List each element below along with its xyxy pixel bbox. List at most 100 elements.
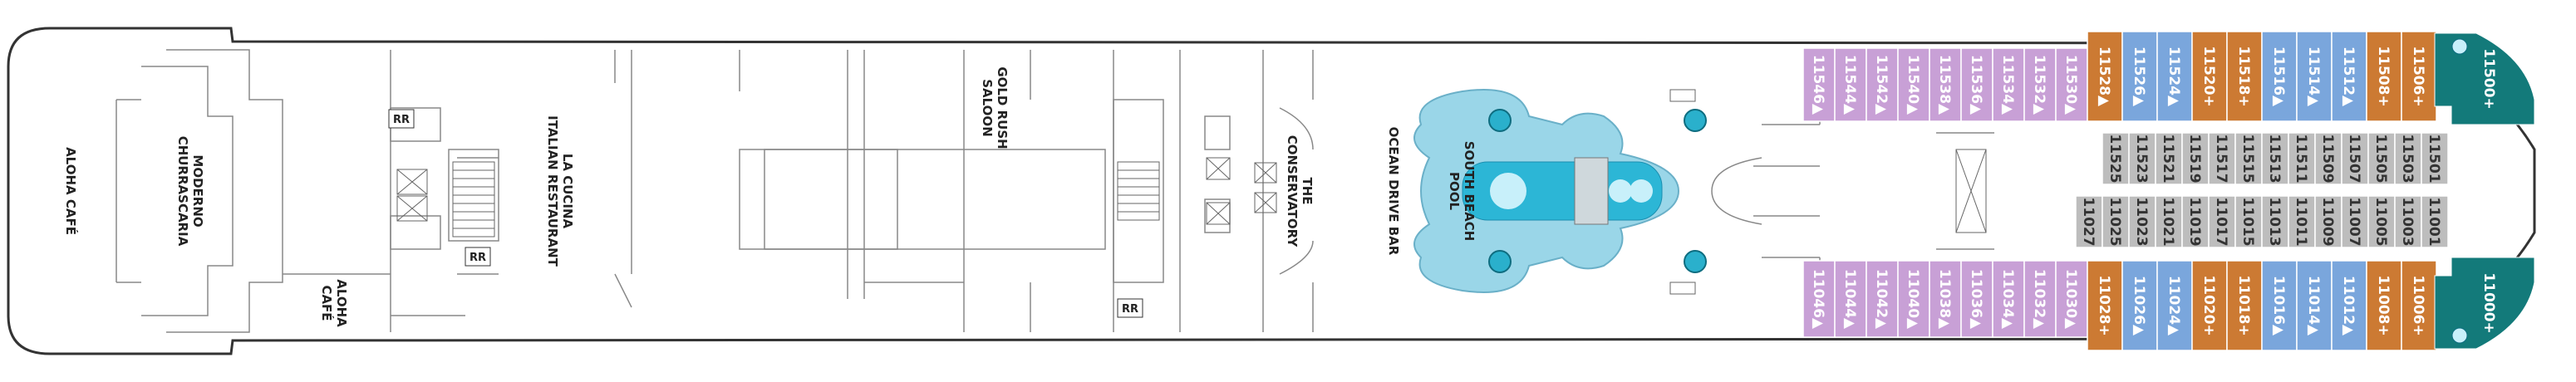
cabin-number: 11544▲ bbox=[1841, 55, 1858, 115]
cabin-11024[interactable]: 11024▲ bbox=[2156, 260, 2193, 351]
cabin-11536[interactable]: 11536▲ bbox=[1960, 47, 1993, 122]
cabin-11508[interactable]: 11508+ bbox=[2366, 31, 2402, 122]
cabin-number: 11528▲ bbox=[2096, 47, 2112, 107]
cabin-11516[interactable]: 11516▲ bbox=[2261, 31, 2298, 122]
cabin-11528[interactable]: 11528▲ bbox=[2087, 31, 2123, 122]
cabin-11521[interactable]: 11521 bbox=[2155, 132, 2183, 185]
cabin-number: 11542▲ bbox=[1873, 55, 1890, 115]
cabin-11518[interactable]: 11518+ bbox=[2226, 31, 2263, 122]
aloha-cafe-label: ALOHA CAFÉ bbox=[319, 279, 349, 327]
cabin-11530[interactable]: 11530▲ bbox=[2055, 47, 2088, 122]
hot-tub-2 bbox=[1488, 250, 1512, 273]
cabin-number: 11014▲ bbox=[2305, 276, 2322, 336]
cabin-11544[interactable]: 11544▲ bbox=[1834, 47, 1867, 122]
cabin-11028[interactable]: 11028+ bbox=[2087, 260, 2123, 351]
cabin-11512[interactable]: 11512▲ bbox=[2331, 31, 2367, 122]
cabin-11532[interactable]: 11532▲ bbox=[2023, 47, 2057, 122]
cabin-number: 11005 bbox=[2372, 197, 2389, 246]
cabin-11514[interactable]: 11514▲ bbox=[2296, 31, 2333, 122]
cabin-11542[interactable]: 11542▲ bbox=[1866, 47, 1899, 122]
cabin-11023[interactable]: 11023 bbox=[2128, 195, 2156, 248]
cabin-11515[interactable]: 11515 bbox=[2234, 132, 2263, 185]
cabin-11009[interactable]: 11009 bbox=[2314, 195, 2342, 248]
cabin-11501[interactable]: 11501 bbox=[2421, 132, 2449, 185]
cabin-number: 11513 bbox=[2266, 134, 2283, 183]
cabin-number: 11042▲ bbox=[1873, 269, 1890, 330]
cabin-number: 11032▲ bbox=[2031, 269, 2048, 330]
cabin-number: 11523 bbox=[2133, 134, 2150, 183]
cabin-11044[interactable]: 11044▲ bbox=[1834, 260, 1867, 338]
cabin-11015[interactable]: 11015 bbox=[2234, 195, 2263, 248]
svg-text:SALOON: SALOON bbox=[980, 79, 995, 137]
cabin-11027[interactable]: 11027 bbox=[2075, 195, 2103, 248]
cabin-11025[interactable]: 11025 bbox=[2102, 195, 2130, 248]
cabin-11003[interactable]: 11003 bbox=[2394, 195, 2422, 248]
cabin-11006[interactable]: 11006+ bbox=[2401, 260, 2437, 351]
cabin-11021[interactable]: 11021 bbox=[2155, 195, 2183, 248]
cabin-11038[interactable]: 11038▲ bbox=[1929, 260, 1962, 338]
cabin-number: 11503 bbox=[2399, 134, 2416, 183]
cabin-11017[interactable]: 11017 bbox=[2208, 195, 2236, 248]
cabin-11005[interactable]: 11005 bbox=[2367, 195, 2396, 248]
cabin-number: 11536▲ bbox=[1968, 55, 1984, 115]
svg-text:ALOHA: ALOHA bbox=[334, 279, 349, 327]
cabin-11034[interactable]: 11034▲ bbox=[1992, 260, 2025, 338]
cabin-11012[interactable]: 11012▲ bbox=[2331, 260, 2367, 351]
cabin-number: 11505 bbox=[2372, 134, 2389, 183]
la-cucina-label: LA CUCINA ITALIAN RESTAURANT bbox=[545, 115, 575, 267]
cabin-number: 11044▲ bbox=[1841, 269, 1858, 330]
conservatory-label: THE CONSERVATORY bbox=[1285, 135, 1315, 248]
cabin-11014[interactable]: 11014▲ bbox=[2296, 260, 2333, 351]
gold-rush-saloon-label: GOLD RUSH SALOON bbox=[980, 66, 1010, 149]
cabin-11505[interactable]: 11505 bbox=[2367, 132, 2396, 185]
cabin-11011[interactable]: 11011 bbox=[2288, 195, 2316, 248]
cabin-number: 11019 bbox=[2186, 197, 2203, 246]
cabin-number: 11525 bbox=[2107, 134, 2123, 183]
cabin-11524[interactable]: 11524▲ bbox=[2156, 31, 2193, 122]
cabin-11013[interactable]: 11013 bbox=[2261, 195, 2289, 248]
cabin-11519[interactable]: 11519 bbox=[2181, 132, 2210, 185]
cabin-number: 11524▲ bbox=[2166, 47, 2182, 107]
cabin-11030[interactable]: 11030▲ bbox=[2055, 260, 2088, 338]
cabin-11517[interactable]: 11517 bbox=[2208, 132, 2236, 185]
cabin-11546[interactable]: 11546▲ bbox=[1802, 47, 1836, 122]
cabin-11509[interactable]: 11509 bbox=[2314, 132, 2342, 185]
cabin-11020[interactable]: 11020+ bbox=[2191, 260, 2228, 351]
restroom-rr-3: RR bbox=[1117, 298, 1143, 318]
cabin-11503[interactable]: 11503 bbox=[2394, 132, 2422, 185]
svg-text:ITALIAN RESTAURANT: ITALIAN RESTAURANT bbox=[545, 115, 560, 267]
cabin-11026[interactable]: 11026▲ bbox=[2121, 260, 2158, 351]
hot-tub-4 bbox=[1684, 250, 1707, 273]
suite-11000[interactable]: 11000+ bbox=[2434, 257, 2535, 350]
cabin-11511[interactable]: 11511 bbox=[2288, 132, 2316, 185]
cabin-number: 11017 bbox=[2213, 197, 2229, 246]
cabin-11523[interactable]: 11523 bbox=[2128, 132, 2156, 185]
cabin-11018[interactable]: 11018+ bbox=[2226, 260, 2263, 351]
cabin-number: 11507 bbox=[2346, 134, 2362, 183]
cabin-11019[interactable]: 11019 bbox=[2181, 195, 2210, 248]
cabin-11534[interactable]: 11534▲ bbox=[1992, 47, 2025, 122]
cabin-11007[interactable]: 11007 bbox=[2341, 195, 2369, 248]
cabin-11016[interactable]: 11016▲ bbox=[2261, 260, 2298, 351]
cabin-11540[interactable]: 11540▲ bbox=[1897, 47, 1930, 122]
cabin-11526[interactable]: 11526▲ bbox=[2121, 31, 2158, 122]
cabin-11040[interactable]: 11040▲ bbox=[1897, 260, 1930, 338]
cabin-11008[interactable]: 11008+ bbox=[2366, 260, 2402, 351]
cabin-11520[interactable]: 11520+ bbox=[2191, 31, 2228, 122]
ocean-drive-bar-label: OCEAN DRIVE BAR bbox=[1386, 127, 1401, 256]
cabin-11513[interactable]: 11513 bbox=[2261, 132, 2289, 185]
cabin-11032[interactable]: 11032▲ bbox=[2023, 260, 2057, 338]
cabin-11036[interactable]: 11036▲ bbox=[1960, 260, 1993, 338]
cabin-11042[interactable]: 11042▲ bbox=[1866, 260, 1899, 338]
cabin-number: 11526▲ bbox=[2131, 47, 2147, 107]
cabin-number: 11530▲ bbox=[2062, 55, 2079, 115]
cabins-bottom-purple: 11046▲11044▲11042▲11040▲11038▲11036▲1103… bbox=[1802, 260, 2088, 338]
cabin-11538[interactable]: 11538▲ bbox=[1929, 47, 1962, 122]
cabin-11525[interactable]: 11525 bbox=[2102, 132, 2130, 185]
suite-11500[interactable]: 11500+ bbox=[2434, 32, 2535, 125]
cabin-11507[interactable]: 11507 bbox=[2341, 132, 2369, 185]
cabin-11001[interactable]: 11001 bbox=[2421, 195, 2449, 248]
cabin-11046[interactable]: 11046▲ bbox=[1802, 260, 1836, 338]
cabin-number: 11501 bbox=[2426, 134, 2442, 183]
cabin-11506[interactable]: 11506+ bbox=[2401, 31, 2437, 122]
